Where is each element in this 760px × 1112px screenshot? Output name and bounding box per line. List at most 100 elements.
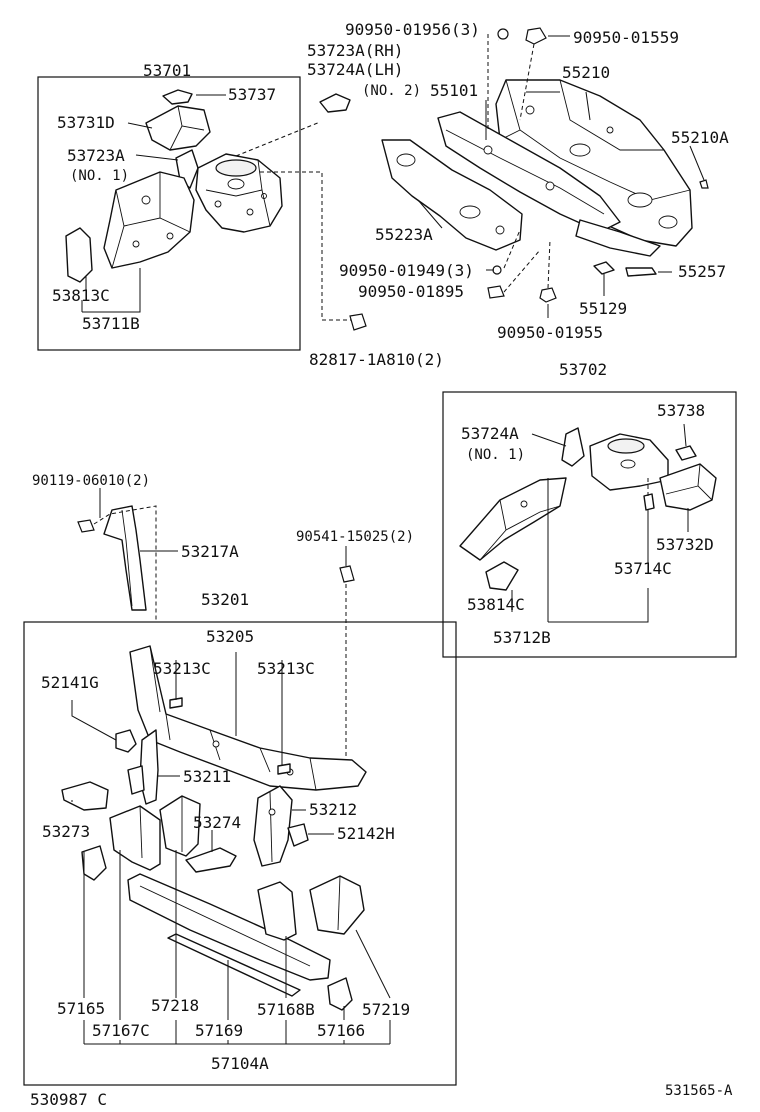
label-57165: 57165 <box>57 999 106 1018</box>
part-52141g <box>115 729 137 753</box>
part-53213c-a <box>169 697 183 709</box>
fastener-90950-01559 <box>525 27 547 45</box>
part-53212 <box>253 785 293 867</box>
label-90541-15025: 90541-15025(2) <box>296 529 415 545</box>
label-53702: 53702 <box>559 360 608 379</box>
part-53714c <box>643 493 655 511</box>
label-57168b: 57168B <box>257 1000 315 1019</box>
part-55257 <box>625 267 657 277</box>
part-57104a-lower-crossmember <box>127 873 331 981</box>
label-53813c: 53813C <box>52 286 110 305</box>
part-53273 <box>61 781 109 811</box>
label-53738: 53738 <box>657 401 706 420</box>
part-53723a-no2 <box>319 93 351 113</box>
label-53205: 53205 <box>206 627 255 646</box>
label-55210a: 55210A <box>671 128 729 147</box>
box-53201 <box>23 621 457 1086</box>
label-90119-06010: 90119-06010(2) <box>32 473 151 489</box>
label-55210: 55210 <box>562 63 611 82</box>
part-53724a-no1 <box>561 427 585 467</box>
group-53217a <box>77 488 355 760</box>
part-57169 <box>167 933 301 997</box>
label-53732d: 53732D <box>656 535 714 554</box>
label-52141g: 52141G <box>41 673 99 692</box>
group-53201-parts <box>61 645 391 1045</box>
label-53712b: 53712B <box>493 628 551 647</box>
part-57167c <box>109 805 161 871</box>
fastener-90950-01895 <box>487 285 505 299</box>
label-90950-01895: 90950-01895 <box>358 282 464 301</box>
group-dash-panel-parts <box>319 27 709 331</box>
fastener-82817-1a810 <box>349 313 367 331</box>
part-55223a <box>381 139 523 251</box>
label-57219: 57219 <box>362 1000 411 1019</box>
box-53701 <box>37 76 301 351</box>
label-53724a-lh: 53724A(LH) <box>307 60 404 79</box>
part-53712b-apron <box>459 477 567 561</box>
part-53738 <box>675 445 697 461</box>
fastener-90541-15025 <box>339 565 355 583</box>
label-53723a-rh: 53723A(RH) <box>307 41 404 60</box>
part-57165 <box>81 845 107 881</box>
fastener-90950-01956 <box>497 28 509 40</box>
label-90950-01949: 90950-01949(3) <box>339 261 474 280</box>
part-57168b <box>257 881 297 941</box>
label-55129: 55129 <box>579 299 628 318</box>
part-53217a-brace <box>103 505 147 611</box>
fastener-90950-01955 <box>539 287 557 303</box>
part-53731d <box>145 105 211 151</box>
label-55101: 55101 <box>430 81 479 100</box>
part-53213c-b <box>277 763 291 775</box>
label-53714c: 53714C <box>614 559 672 578</box>
label-53711b: 53711B <box>82 314 140 333</box>
label-53814c: 53814C <box>467 595 525 614</box>
box-53702 <box>442 391 737 658</box>
part-53813c <box>65 227 93 283</box>
label-53274: 53274 <box>193 813 242 832</box>
part-53205-upper-support <box>129 645 367 791</box>
label-55257: 55257 <box>678 262 727 281</box>
label-90950-01559: 90950-01559 <box>573 28 679 47</box>
part-53737 <box>162 89 193 105</box>
part-52142h <box>287 823 309 847</box>
label-53201: 53201 <box>201 590 250 609</box>
group-53701-parts <box>65 89 352 321</box>
label-57167c: 57167C <box>92 1021 150 1040</box>
label-57104a: 57104A <box>211 1054 269 1073</box>
group-53702-parts <box>459 423 717 623</box>
label-no1-b: (NO. 1) <box>466 447 526 463</box>
label-57166: 57166 <box>317 1021 366 1040</box>
label-53723a-no1: 53723A <box>67 146 125 165</box>
label-no1-a: (NO. 1) <box>70 168 130 184</box>
label-no2: (NO. 2) <box>362 83 422 99</box>
ref-code-right: 531565-A <box>665 1083 733 1099</box>
label-90950-01955: 90950-01955 <box>497 323 603 342</box>
fastener-90950-01949 <box>492 265 502 275</box>
part-53814c <box>485 561 519 591</box>
fastener-90119-06010 <box>77 519 95 533</box>
label-53213c-a: 53213C <box>153 659 211 678</box>
label-82817-1a810: 82817-1A810(2) <box>309 350 444 369</box>
label-53724a-no1-r: 53724A <box>461 424 519 443</box>
label-53211: 53211 <box>183 767 232 786</box>
label-52142h: 52142H <box>337 824 395 843</box>
label-57169: 57169 <box>195 1021 244 1040</box>
part-53274 <box>185 847 237 873</box>
label-53731d: 53731D <box>57 113 115 132</box>
part-57166 <box>327 977 353 1011</box>
label-53737: 53737 <box>228 85 277 104</box>
label-53212: 53212 <box>309 800 358 819</box>
label-53213c-b: 53213C <box>257 659 315 678</box>
fastener-55210a <box>699 179 709 189</box>
part-57219 <box>309 875 365 935</box>
label-53701: 53701 <box>143 61 192 80</box>
label-55223a: 55223A <box>375 225 433 244</box>
label-57218: 57218 <box>151 996 200 1015</box>
part-55129 <box>593 261 615 275</box>
label-53273: 53273 <box>42 822 91 841</box>
ref-code-left: 530987 C <box>30 1090 108 1109</box>
label-90950-01956: 90950-01956(3) <box>345 20 480 39</box>
label-53217a: 53217A <box>181 542 239 561</box>
